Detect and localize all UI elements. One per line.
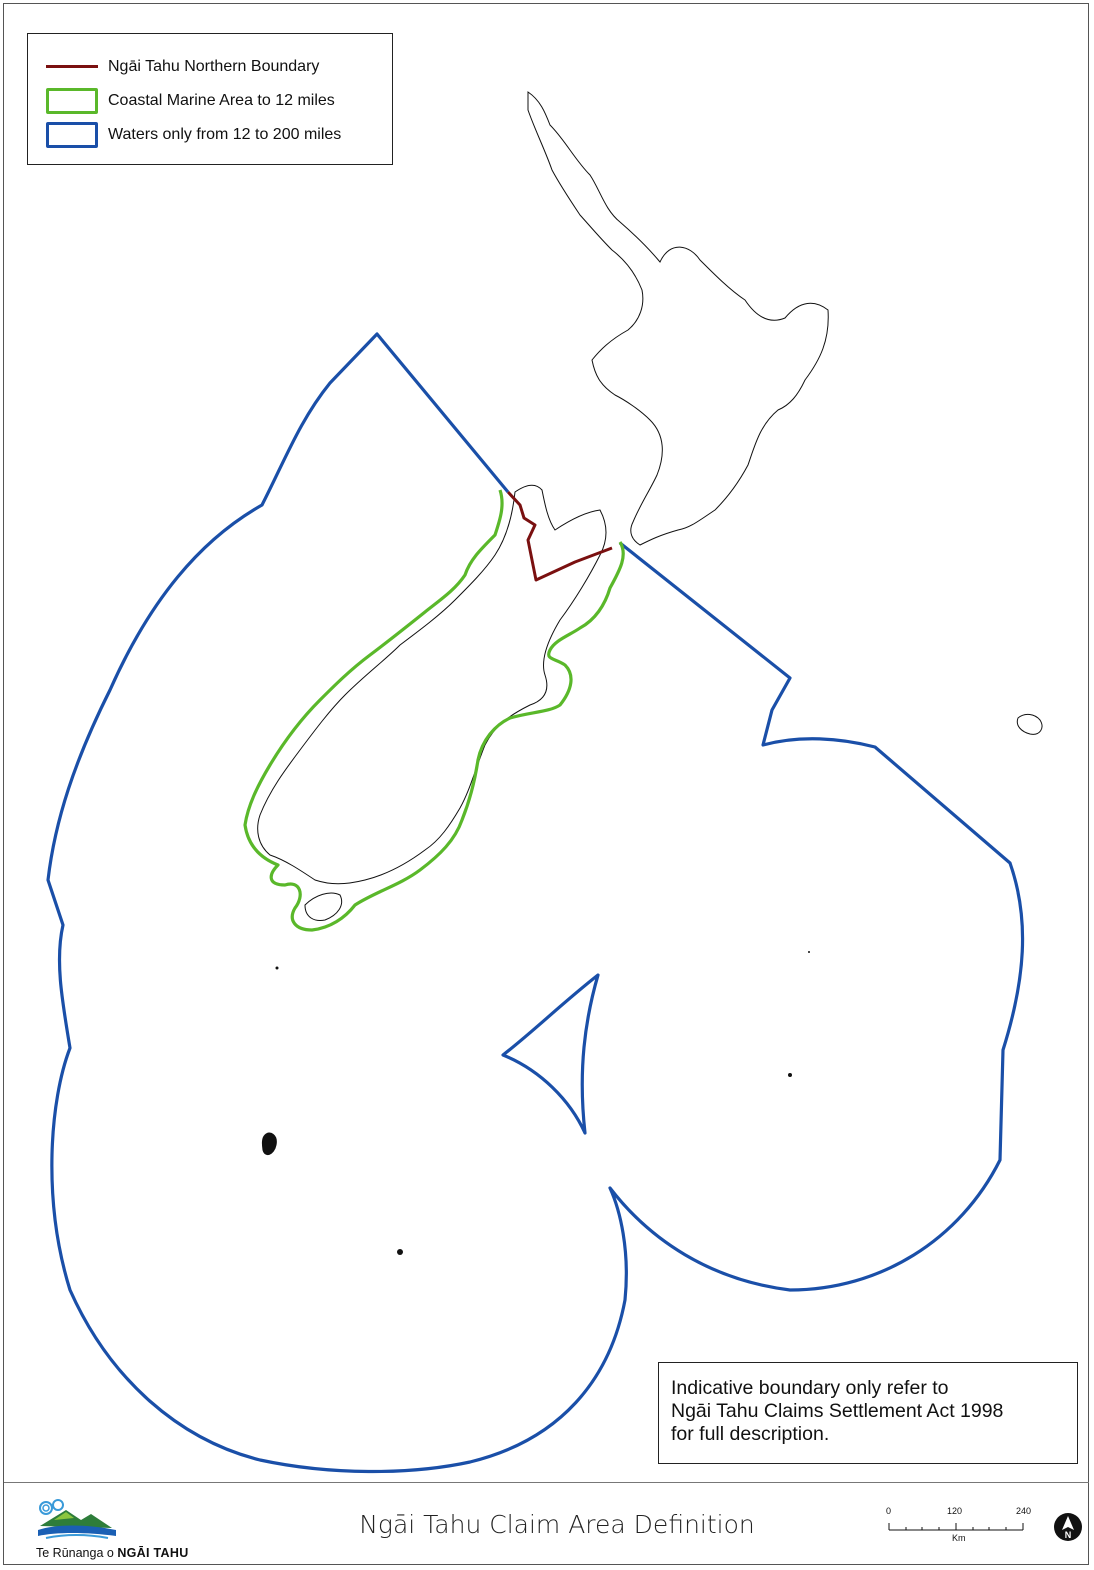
legend-item-northern-boundary: Ngāi Tahu Northern Boundary xyxy=(46,52,319,82)
logo-graphic xyxy=(38,1499,116,1539)
scale-unit: Km xyxy=(952,1533,966,1543)
logo-name: NGĀI TAHU xyxy=(117,1546,189,1560)
legend-item-coastal-marine: Coastal Marine Area to 12 miles xyxy=(46,86,335,116)
legend-label: Coastal Marine Area to 12 miles xyxy=(108,92,335,109)
legend-label: Waters only from 12 to 200 miles xyxy=(108,126,342,143)
disclaimer-note: Indicative boundary only refer to Ngāi T… xyxy=(658,1362,1078,1464)
map-frame xyxy=(3,3,1089,1565)
antipodes-islands xyxy=(808,951,810,953)
chatham-islands xyxy=(1016,713,1043,735)
logo-text: Te Rūnanga o NGĀI TAHU xyxy=(36,1546,189,1560)
map-title: Ngāi Tahu Claim Area Definition xyxy=(359,1510,755,1539)
south-island-coastline xyxy=(257,484,607,885)
ngai-tahu-logo-icon: Te Rūnanga o NGĀI TAHU xyxy=(36,1496,246,1562)
waters-triangle-boundary xyxy=(501,973,600,1135)
ngai-tahu-northern-boundary xyxy=(506,490,613,582)
map-legend: Ngāi Tahu Northern Boundary Coastal Mari… xyxy=(27,33,393,165)
campbell-island xyxy=(397,1249,403,1255)
auckland-islands xyxy=(261,1132,277,1156)
north-island-coastline xyxy=(527,91,829,546)
scale-tick-0: 0 xyxy=(886,1506,892,1516)
scale-tick-240: 240 xyxy=(1016,1506,1032,1516)
logo-prefix: Te Rūnanga o xyxy=(36,1546,118,1560)
waters-200-boundary xyxy=(46,332,1025,1474)
legend-item-waters-200: Waters only from 12 to 200 miles xyxy=(46,120,341,150)
coastal-marine-area xyxy=(243,489,625,932)
map-svg xyxy=(46,91,1043,1474)
scale-bar-graphic xyxy=(888,1523,1024,1531)
bounty-islands xyxy=(788,1073,792,1077)
note-line-1: Indicative boundary only refer to xyxy=(671,1377,949,1399)
scale-tick-120: 120 xyxy=(947,1506,963,1516)
legend-swatch-red-line xyxy=(46,54,98,80)
stewart-island-coastline xyxy=(304,892,343,921)
map-canvas xyxy=(4,4,1088,1482)
snares-islands xyxy=(275,966,279,970)
legend-swatch-blue-box xyxy=(46,122,98,148)
note-line-3: for full description. xyxy=(671,1423,830,1445)
scale-bar: 0 120 240 Km xyxy=(876,1506,1046,1556)
note-line-2: Ngāi Tahu Claims Settlement Act 1998 xyxy=(671,1400,1004,1422)
svg-text:N: N xyxy=(1065,1530,1072,1540)
legend-label: Ngāi Tahu Northern Boundary xyxy=(108,58,320,75)
north-arrow-icon: N xyxy=(1053,1512,1083,1542)
footer-divider xyxy=(4,1482,1089,1483)
legend-swatch-green-box xyxy=(46,88,98,114)
